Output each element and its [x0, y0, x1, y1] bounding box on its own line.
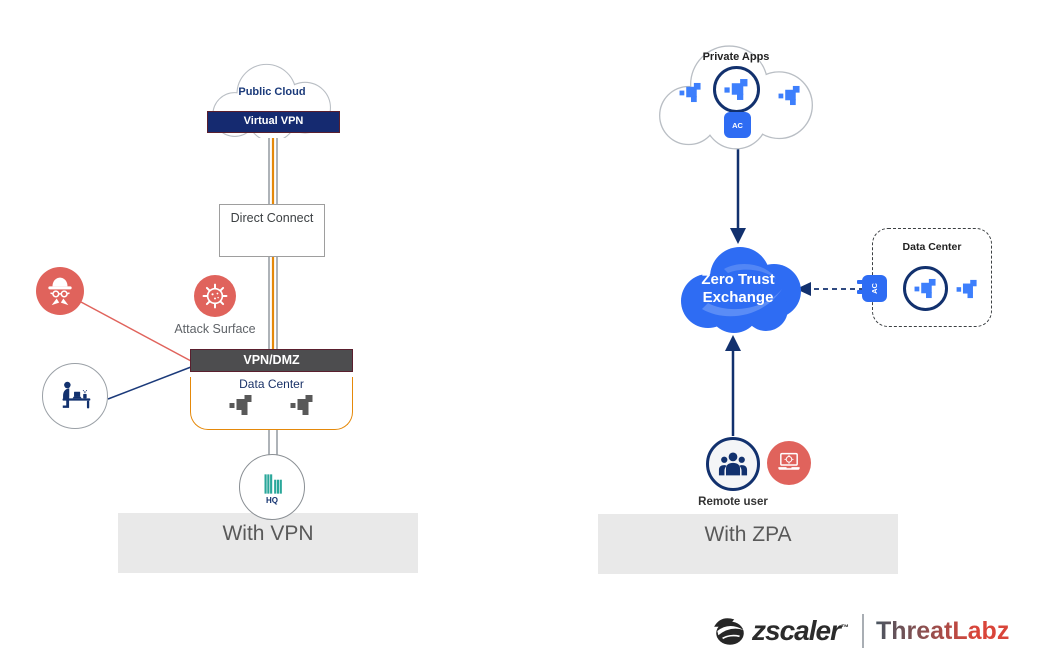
attack-surface-circle [194, 275, 236, 317]
app-cluster-icon [956, 279, 977, 299]
swoosh-accent [702, 289, 782, 317]
blue-cloud-icon [681, 247, 801, 333]
zero-trust-exchange-cloud [668, 243, 808, 335]
app-cluster-icon [679, 82, 701, 103]
datacenter-app-ring [903, 266, 948, 311]
vpn-dmz-bar: VPN/DMZ [190, 349, 353, 372]
user-at-desk-icon [62, 381, 91, 409]
remote-user-to-zte-arrow [725, 335, 741, 436]
brand-footer: zscaler™ ThreatLabz [712, 608, 1009, 654]
app-cluster-icon [914, 278, 936, 299]
app-cluster-icon [290, 395, 312, 415]
infected-laptop-circle [767, 441, 811, 485]
vpn-pipe-cloud-to-directconnect [268, 133, 278, 204]
public-cloud: Public Cloud [202, 58, 342, 138]
infected-laptop-icon [778, 452, 800, 470]
zscaler-swoosh-icon [714, 618, 744, 645]
swoosh-accent [724, 264, 776, 279]
virus-icon [202, 283, 228, 309]
app-cluster-icon [723, 79, 747, 100]
with-vpn-caption: With VPN [222, 522, 314, 545]
datacenter-connector-label: AC [870, 283, 879, 294]
office-user-circle [42, 363, 108, 429]
pipe-datacenter-to-hq [268, 425, 278, 456]
zscaler-wordmark: zscaler™ [752, 615, 849, 647]
remote-user-label: Remote user [698, 496, 768, 508]
hq-label: HQ [266, 495, 278, 505]
zte-label-line2: Exchange [702, 289, 774, 306]
vpn-dmz-datacenter: VPN/DMZ Data Center [190, 349, 353, 430]
with-zpa-caption-bar: With ZPA [598, 514, 898, 574]
datacenter-label-left: Data Center [239, 377, 304, 391]
buildings-icon [264, 473, 282, 494]
datacenter-box-left: Data Center [190, 377, 353, 430]
plug-prong [857, 290, 864, 294]
app-cluster-icon [229, 395, 251, 415]
attacker-to-dmz-line [80, 301, 192, 362]
datacenter-label-right: Data Center [902, 241, 962, 253]
attack-surface-label: Attack Surface [174, 322, 256, 336]
logo-divider [861, 614, 864, 648]
private-apps-label: Private Apps [702, 51, 770, 63]
trademark-symbol: ™ [840, 622, 849, 632]
app-cluster-icon [778, 85, 800, 106]
remote-user-circle [706, 437, 760, 491]
user-to-dmz-line [107, 366, 192, 400]
zte-label-line1: Zero Trust [701, 271, 775, 288]
zero-trust-exchange-label: Zero Trust Exchange [668, 243, 808, 335]
datacenter-connector-badge: AC [862, 275, 887, 302]
public-cloud-label: Public Cloud [238, 86, 306, 98]
hacker-spy-icon [48, 277, 72, 306]
zscaler-text: zscaler [752, 615, 841, 646]
app-connector-to-zte-arrow [730, 138, 746, 244]
threatlabz-wordmark: ThreatLabz [875, 616, 1010, 645]
with-vpn-caption-bar: With VPN [118, 513, 418, 573]
with-zpa-caption: With ZPA [704, 523, 792, 546]
user-group-icon [718, 452, 748, 476]
attacker-circle [36, 267, 84, 315]
direct-connect-box: Direct Connect [219, 204, 325, 257]
datacenter-to-zte-dashed-arrow [796, 282, 864, 296]
selected-app-ring [713, 66, 760, 113]
hq-circle: HQ [239, 454, 305, 520]
vpn-pipe-directconnect-to-dmz [268, 257, 278, 350]
app-connector-badge: AC [724, 112, 751, 138]
virtual-vpn-bar: Virtual VPN [207, 111, 340, 133]
app-connector-label: AC [732, 120, 743, 130]
plug-prong [857, 280, 864, 284]
